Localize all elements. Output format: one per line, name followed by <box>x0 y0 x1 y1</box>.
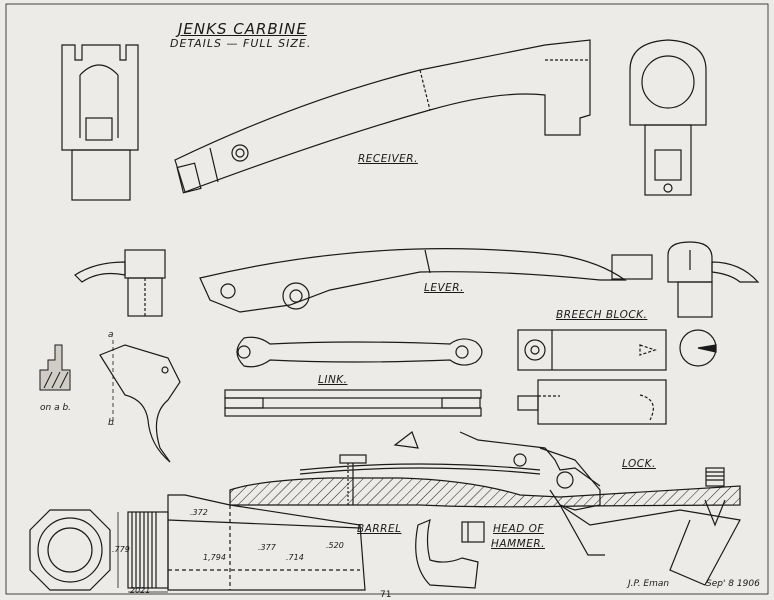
label-head-of-hammer-line1: HEAD OF <box>493 523 544 535</box>
drawing-date: Sep' 8 1906 <box>706 579 760 589</box>
lever-right-view <box>667 241 760 318</box>
dimension-520: .520 <box>326 541 344 550</box>
page-number: 71 <box>380 590 392 600</box>
lever-left-view <box>74 249 166 317</box>
label-lock: LOCK. <box>622 458 656 470</box>
barrel-end-view <box>29 509 111 591</box>
label-lever: LEVER. <box>424 282 464 294</box>
breech-block-side-view <box>517 379 667 425</box>
dimension-714: .714 <box>286 553 304 562</box>
label-barrel: BARREL <box>357 523 402 535</box>
dimension-779: .779 <box>112 545 130 554</box>
dimension-372: .372 <box>190 508 208 517</box>
label-head-of-hammer-line2: HAMMER. <box>491 538 545 550</box>
link-side-view <box>224 389 482 417</box>
label-link: LINK. <box>318 374 348 386</box>
drawing-title: JENKS CARBINE <box>178 20 307 38</box>
label-point-a: a <box>108 330 114 340</box>
label-section-ab: on a b. <box>40 403 72 413</box>
receiver-end-view-left <box>61 44 139 201</box>
dimension-1794: 1,794 <box>203 553 226 562</box>
label-point-b: b <box>108 418 114 428</box>
barrel-side-view <box>117 494 366 593</box>
breech-block-end-view <box>679 329 717 367</box>
lever-side-view <box>199 248 653 313</box>
breech-block-top-view <box>517 329 667 371</box>
sheet-border <box>5 3 769 595</box>
draftsman-signature: J.P. Eman <box>628 579 670 589</box>
dimension-2021: 2021 <box>130 586 151 595</box>
drawing-subtitle: DETAILS — FULL SIZE. <box>170 37 312 50</box>
sear-piece <box>99 340 181 463</box>
receiver-end-view-right <box>629 39 707 196</box>
head-of-hammer <box>415 518 485 589</box>
label-receiver: RECEIVER. <box>358 153 418 165</box>
lock-assembly <box>229 431 741 586</box>
label-breech-block: BREECH BLOCK. <box>556 309 648 321</box>
link-top-view <box>236 336 483 368</box>
dimension-377: .377 <box>258 543 276 552</box>
section-ab <box>39 344 71 391</box>
receiver-side-view <box>174 39 591 194</box>
